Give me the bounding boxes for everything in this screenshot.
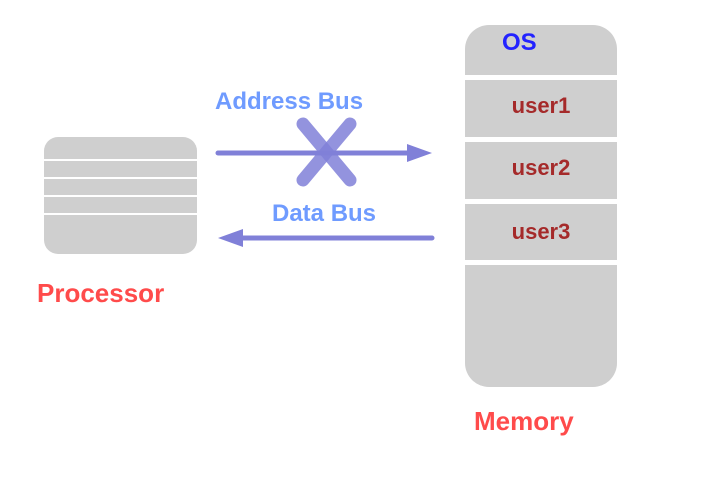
data-bus-label: Data Bus	[272, 200, 377, 227]
memory-divider	[465, 137, 617, 142]
data-bus-arrow	[218, 229, 435, 247]
processor-divider	[44, 177, 197, 179]
memory-segment-os: OS	[502, 29, 537, 56]
memory-segment-user2: user2	[511, 155, 571, 180]
processor-block	[44, 137, 197, 254]
processor-label: Processor	[37, 278, 165, 308]
memory-label: Memory	[474, 406, 574, 436]
memory-divider	[465, 199, 617, 204]
memory-divider	[465, 260, 617, 265]
processor-divider	[44, 159, 197, 161]
address-bus-label: Address Bus	[215, 88, 364, 115]
memory-segment-user1: user1	[511, 93, 571, 118]
memory-divider	[465, 75, 617, 80]
processor-divider	[44, 213, 197, 215]
blocked-cross-icon	[296, 117, 357, 187]
memory-segment-user3: user3	[511, 219, 571, 244]
processor-divider	[44, 195, 197, 197]
memory-block: OS user1 user2 user3	[465, 25, 617, 387]
